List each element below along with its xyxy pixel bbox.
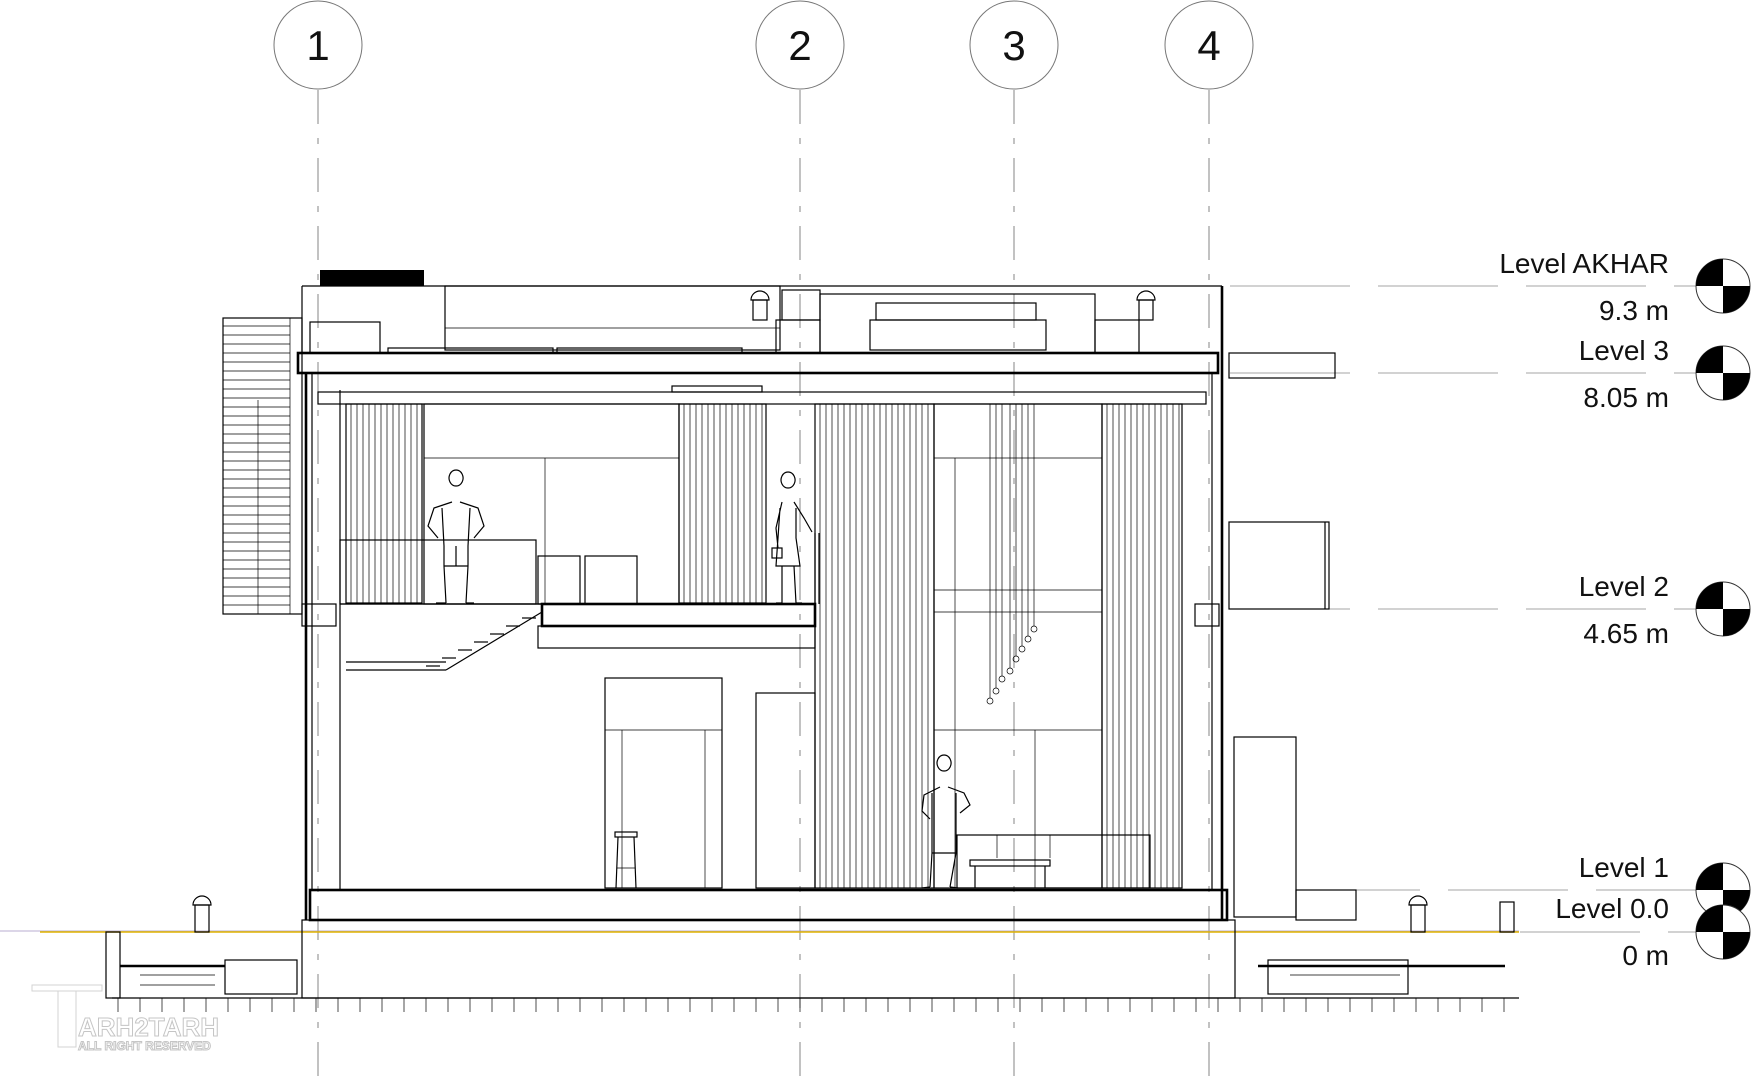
grid-bubble-2: 2 — [755, 0, 845, 90]
grid-bubble-3: 3 — [969, 0, 1059, 90]
sofa — [956, 834, 1151, 889]
ground-hatch — [117, 974, 1505, 1012]
grid-bubble-label: 1 — [306, 22, 329, 69]
slat-panel — [345, 403, 423, 604]
level-3: Level 3 8.05 m — [1579, 335, 1751, 413]
level-name: Level 1 — [1579, 852, 1669, 883]
roof-vent-right — [1136, 290, 1156, 321]
pendant-bulb — [1006, 667, 1014, 675]
bar-stool — [614, 831, 638, 889]
grid-lines — [317, 90, 1210, 1080]
level-marker-icon — [1695, 904, 1751, 960]
slat-panel — [814, 403, 935, 889]
pendant-bulb — [1030, 625, 1038, 633]
slat-panel — [678, 403, 767, 604]
bollard-left — [192, 895, 212, 933]
pendant-bulb — [998, 675, 1006, 683]
pendant-bulb — [992, 687, 1000, 695]
pendant-bulb — [1012, 655, 1020, 663]
level-elevation: 0 m — [1622, 940, 1669, 971]
pendant-bulb — [1024, 635, 1032, 643]
pendant-bulb — [1018, 645, 1026, 653]
ground — [0, 895, 1519, 1012]
level-2: Level 2 4.65 m — [1579, 571, 1751, 649]
vertical-slat-screens — [345, 403, 1183, 889]
level-marker-icon — [1695, 345, 1751, 401]
level-name: Level 3 — [1579, 335, 1669, 366]
watermark-tagline: ALL RIGHT RESERVED — [78, 1039, 211, 1053]
roof-hvac-unit — [320, 270, 424, 286]
grid-bubble-label: 4 — [1197, 22, 1220, 69]
level-2-slab — [540, 602, 817, 628]
bollard-right — [1408, 895, 1428, 933]
person-woman-upper — [771, 471, 813, 604]
pendant-bulb — [986, 697, 994, 705]
staircase — [346, 611, 543, 671]
level-marker-icon — [1695, 862, 1751, 918]
balcony-railing — [814, 533, 820, 604]
level-0: Level 0.0 0 m — [1555, 893, 1751, 971]
left-louver-screen — [222, 317, 303, 615]
watermark-logo: ARH2TARH ALL RIGHT RESERVED — [31, 984, 220, 1054]
watermark-brand: ARH2TARH — [78, 1012, 219, 1042]
level-3-slab — [296, 351, 1220, 375]
person-man-lower — [921, 754, 971, 889]
grid-bubble-label: 2 — [788, 22, 811, 69]
level-elevation: 8.05 m — [1583, 382, 1669, 413]
level-1: Level 1 — [1579, 852, 1751, 918]
level-marker-icon — [1695, 258, 1751, 314]
slat-panel — [1101, 403, 1183, 889]
door-frame — [604, 677, 723, 889]
building-section — [222, 270, 1357, 999]
grid-bubble-4: 4 — [1164, 0, 1254, 90]
level-akhar: Level AKHAR 9.3 m — [1499, 248, 1751, 326]
level-name: Level AKHAR — [1499, 248, 1669, 279]
right-exterior-elements — [1228, 352, 1357, 921]
grid-bubble-label: 3 — [1002, 22, 1025, 69]
pendant-lights — [986, 404, 1038, 705]
grid-bubble-1: 1 — [273, 0, 363, 90]
level-elevation: 9.3 m — [1599, 295, 1669, 326]
roof-vent-left — [750, 290, 770, 321]
level-name: Level 0.0 — [1555, 893, 1669, 924]
person-man-upper — [427, 469, 485, 604]
level-1-slab — [308, 888, 1229, 922]
level-elevation: 4.65 m — [1583, 618, 1669, 649]
level-name: Level 2 — [1579, 571, 1669, 602]
level-marker-icon — [1695, 581, 1751, 637]
